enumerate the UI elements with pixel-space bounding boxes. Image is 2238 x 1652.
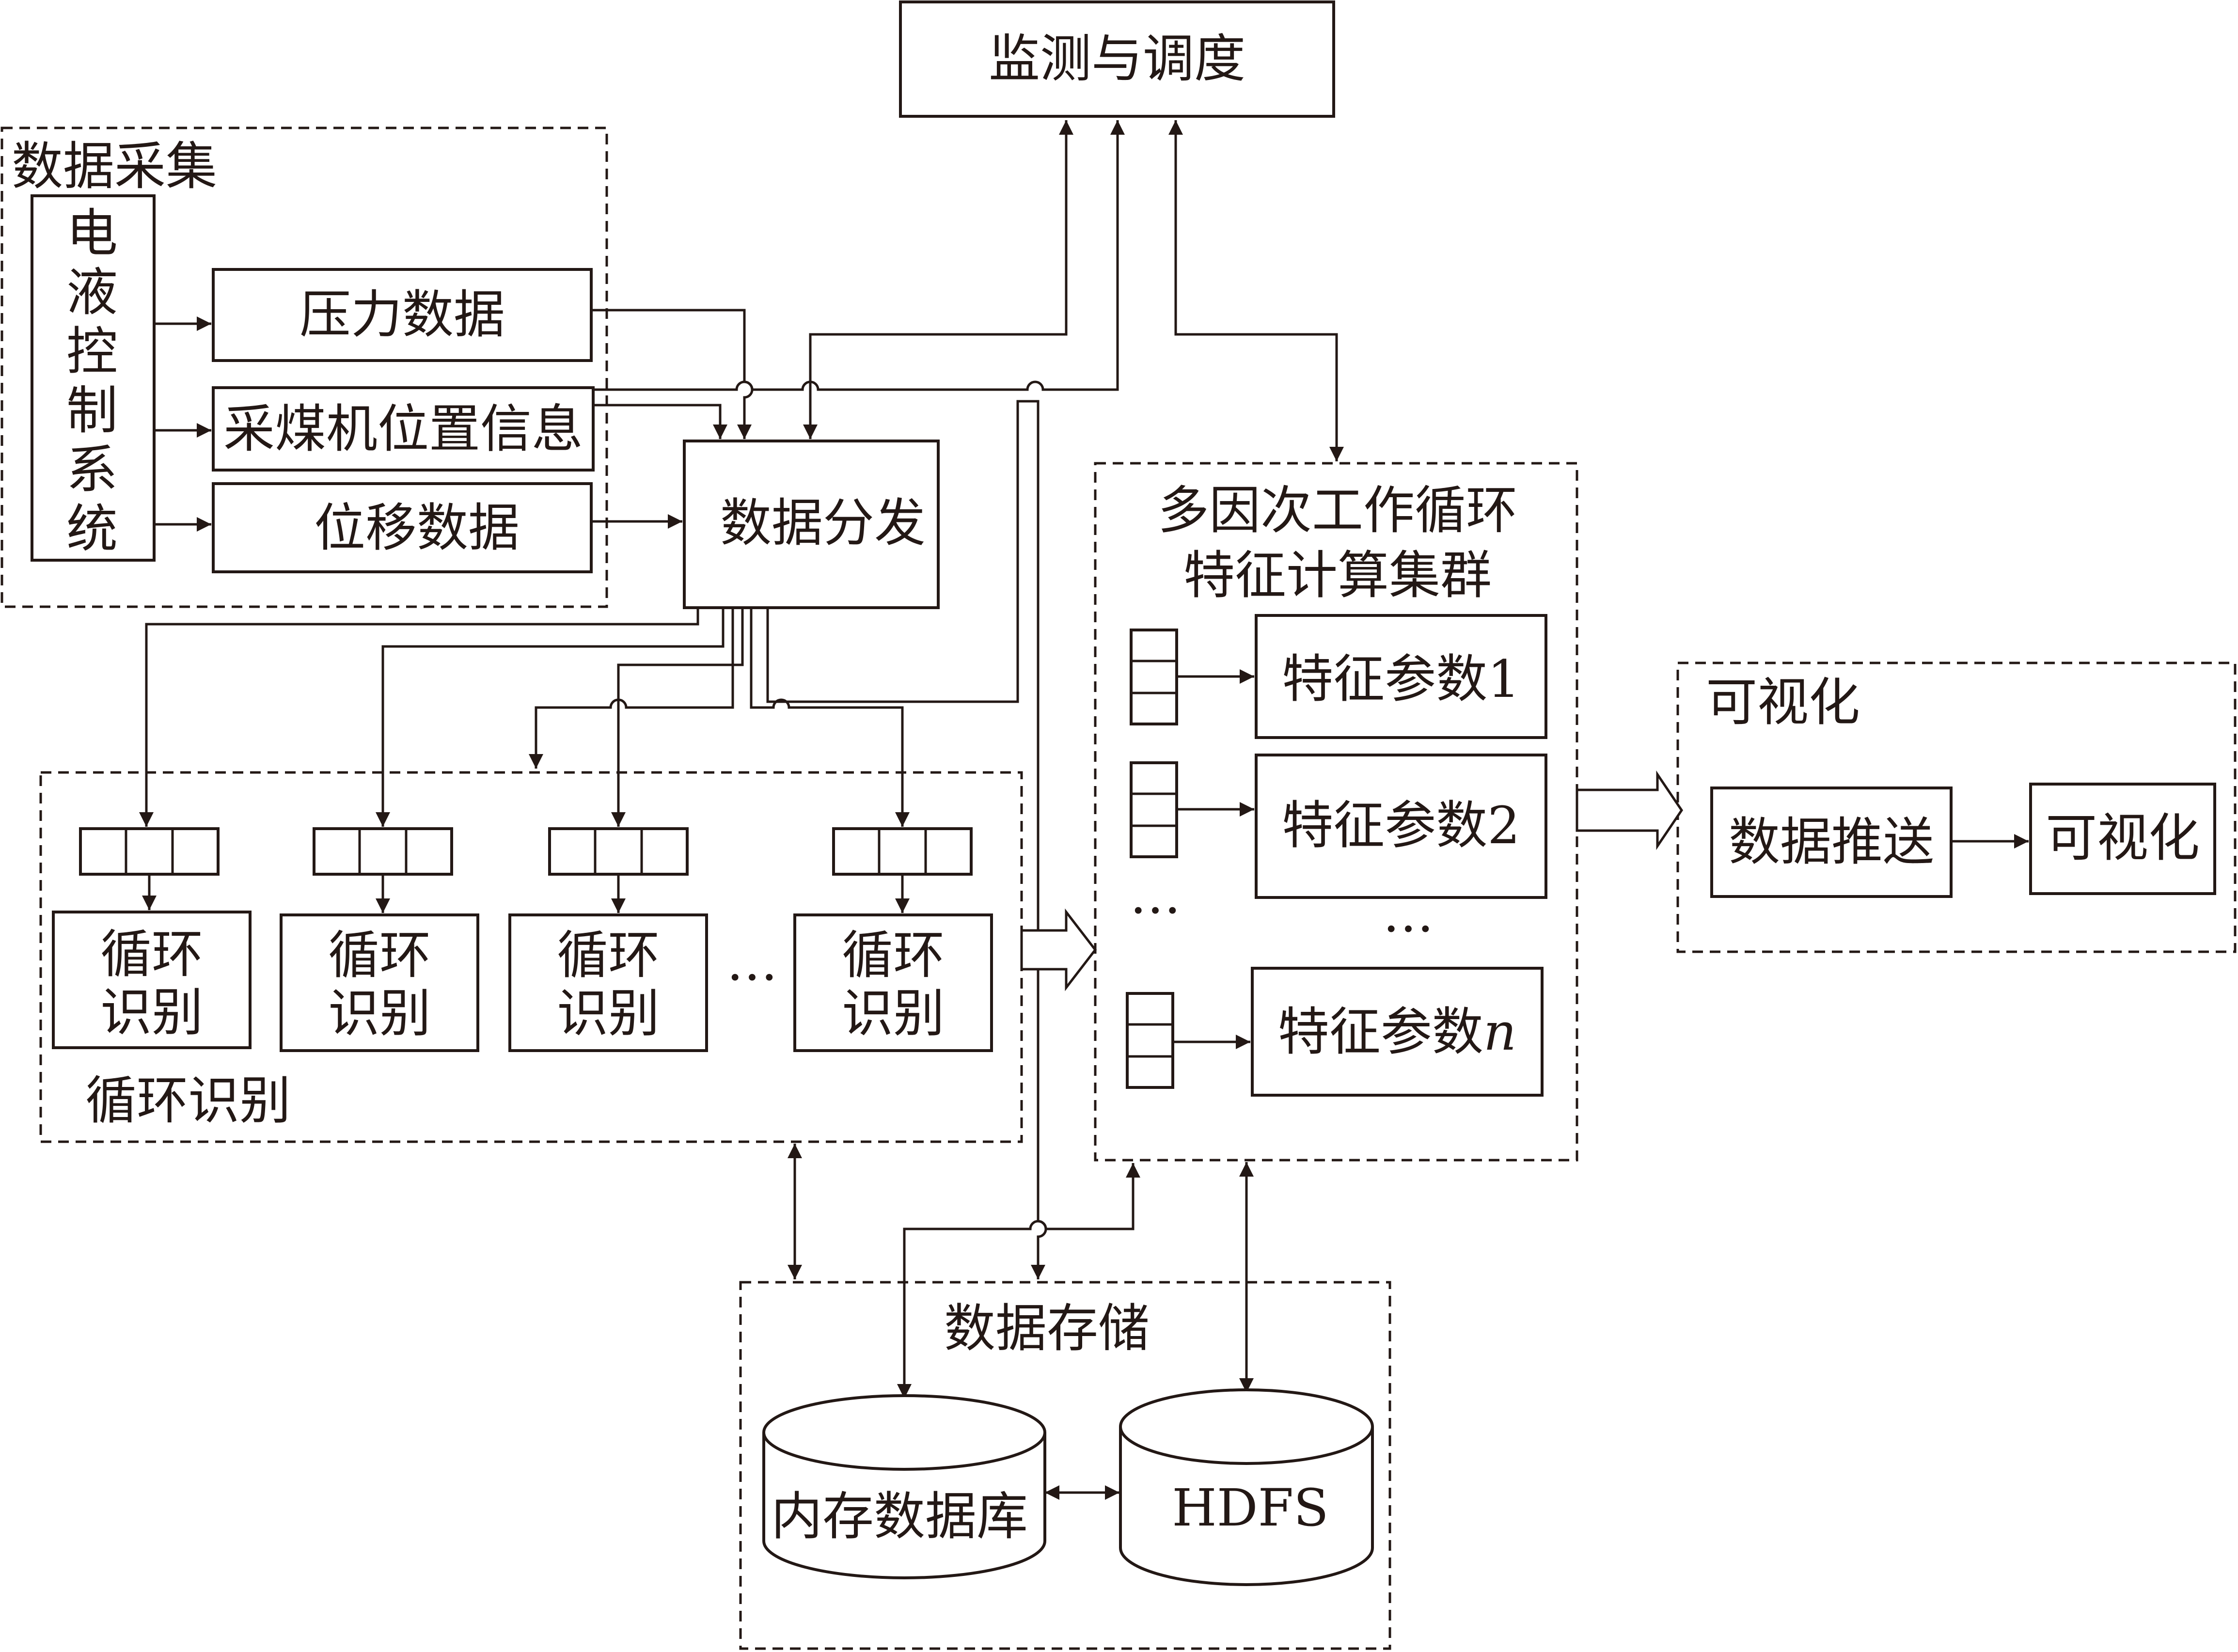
cluster-title-line2: 特征计算集群: [1183, 546, 1492, 605]
cycle-box-1-line1: 循环: [100, 925, 203, 984]
cycle-identify-box-1: [52, 911, 252, 1049]
arrow-cycle-to-cluster: [1020, 908, 1097, 991]
visualization-title: 可视化: [1706, 673, 1860, 732]
data-push-label: 数据推送: [1729, 812, 1934, 872]
feature-param-n-prefix: 特征参数: [1278, 1002, 1483, 1062]
arrow-cluster-memdb: [897, 1163, 1140, 1399]
data-dispatch-label: 数据分发: [720, 493, 926, 553]
pressure-data-box: [212, 268, 593, 362]
shearer-position-box: [212, 386, 595, 472]
visual-box: [2029, 783, 2216, 895]
arrow-dispatch-queue1: [139, 608, 699, 827]
arrow-dispatch-queue3: [611, 608, 744, 827]
arrow-position-monitor: [593, 120, 1125, 391]
feature-queue-1: [1130, 629, 1178, 725]
queue-3: [548, 827, 689, 876]
queue-4: [832, 827, 973, 876]
shearer-position-label: 采煤机位置信息: [223, 399, 583, 459]
ehc-char-6: 统: [66, 499, 118, 559]
cycle-box-2-line2: 识别: [328, 984, 431, 1043]
arrow-dispatch-cycle-group: [529, 608, 734, 769]
displacement-data-box: [212, 482, 593, 573]
data-collection-group: [0, 126, 608, 608]
cycle-identification-group: [39, 771, 1023, 1143]
feature-param-1-box: [1255, 614, 1547, 739]
monitor-dispatch-label: 监测与调度: [989, 29, 1245, 89]
data-dispatch-box: [683, 440, 940, 609]
feature-queue-n: [1126, 992, 1174, 1089]
hdfs-label: HDFS: [1172, 1478, 1329, 1538]
memory-database-label: 内存数据库: [771, 1487, 1028, 1546]
feature-param-2-box: [1255, 754, 1547, 899]
feature-queue-2: [1130, 761, 1178, 858]
cycle-ellipsis: …: [726, 932, 778, 992]
pressure-data-label: 压力数据: [299, 285, 505, 345]
arrow-cluster-to-visual: [1576, 770, 1684, 850]
cycle-box-2-line1: 循环: [328, 926, 431, 985]
visualization-group: [1676, 661, 2237, 953]
feature-param-ellipsis: …: [1383, 884, 1434, 944]
ehc-char-2: 液: [66, 263, 118, 322]
queue-2: [313, 827, 453, 876]
data-push-box: [1710, 787, 1953, 898]
arrow-monitor-dispatch: [803, 120, 1073, 439]
arrow-monitor-cluster: [1168, 120, 1344, 461]
ehc-char-5: 系: [66, 440, 118, 500]
memory-database-cylinder: [762, 1394, 1046, 1579]
arrow-dispatch-queue4: [750, 608, 910, 827]
queue-1: [79, 827, 220, 876]
visual-label: 可视化: [2046, 808, 2200, 868]
feature-param-1-label: 特征参数1: [1282, 649, 1520, 709]
electro-hydraulic-control-box: [31, 194, 156, 562]
cluster-title-line1: 多因次工作循环: [1158, 481, 1517, 540]
ehc-char-3: 控: [66, 322, 118, 381]
cycle-identify-box-4: [793, 913, 993, 1052]
feature-param-n-suffix: n: [1483, 1002, 1516, 1062]
cycle-box-3-line1: 循环: [557, 926, 660, 985]
cycle-identify-box-3: [508, 913, 708, 1052]
ehc-char-1: 电: [66, 204, 118, 263]
cycle-identify-box-2: [280, 913, 479, 1052]
cycle-box-4-line2: 识别: [842, 984, 945, 1043]
arrow-position-dispatch: [593, 404, 727, 439]
ehc-char-4: 制: [66, 381, 118, 441]
arrow-pressure-dispatch: [591, 309, 754, 439]
arrow-dispatch-queue2: [376, 608, 725, 827]
cycle-box-3-line2: 识别: [557, 984, 660, 1043]
hdfs-cylinder: [1119, 1388, 1374, 1586]
cycle-box-1-line2: 识别: [100, 983, 203, 1042]
monitor-dispatch-box: [899, 0, 1335, 118]
cycle-identification-title: 循环识别: [85, 1071, 291, 1131]
feature-param-2-label: 特征参数2: [1282, 796, 1520, 855]
displacement-data-label: 位移数据: [314, 498, 520, 558]
feature-queue-ellipsis: …: [1130, 865, 1181, 925]
data-storage-title: 数据存储: [944, 1299, 1150, 1358]
cycle-box-4-line1: 循环: [842, 926, 945, 985]
feature-param-n-label: 特征参数n: [1278, 1002, 1516, 1062]
feature-param-n-box: [1251, 967, 1544, 1097]
data-collection-title: 数据采集: [12, 137, 217, 196]
